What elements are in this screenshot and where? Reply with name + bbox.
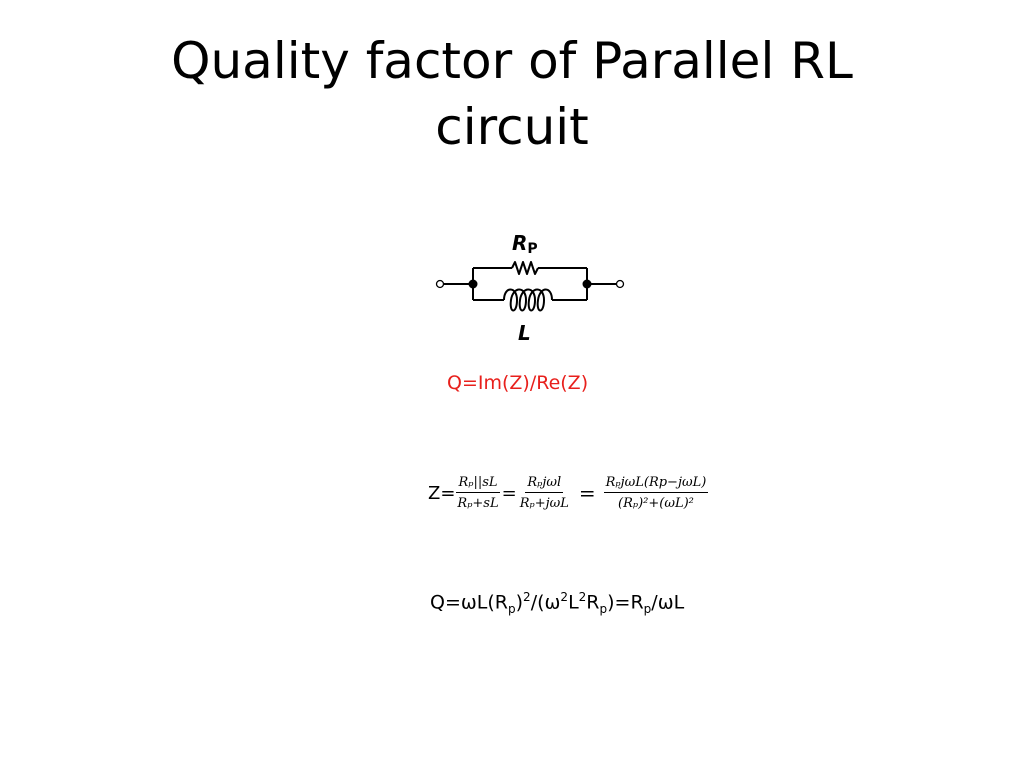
resistor-branch — [473, 261, 587, 275]
resistor-symbol — [511, 261, 539, 275]
impedance-fraction-3: RₚjωL(Rp−jωL) (Rₚ)²+(ωL)² — [603, 474, 709, 512]
equals-operator-1: = — [501, 482, 517, 504]
slide-title-line-1: Quality factor of Parallel RL — [171, 32, 853, 90]
inductor-label: L — [518, 321, 531, 345]
fraction-2-numerator: Rₚjωl — [525, 474, 564, 493]
output-terminal — [615, 279, 625, 289]
q-result-sub-3: p — [643, 602, 652, 617]
impedance-lhs: Z= — [428, 482, 456, 504]
fraction-2-denominator: Rₚ+jωL — [519, 496, 569, 511]
quality-factor-result: Q=ωL(Rp)2/(ω2L2Rp)=Rp/ωL — [430, 590, 684, 616]
q-result-sub-2: p — [599, 602, 608, 617]
q-result-part-1: Q=ωL(R — [430, 591, 508, 614]
quality-factor-definition: Q=Im(Z)/Re(Z) — [447, 372, 589, 394]
resistor-label-main: R — [512, 231, 527, 255]
inductor-branch — [473, 288, 587, 312]
q-result-part-2: ) — [515, 591, 524, 614]
input-terminal — [435, 279, 445, 289]
q-result-sup-2: 2 — [560, 590, 569, 604]
impedance-fraction-2: Rₚjωl Rₚ+jωL — [518, 474, 571, 512]
parallel-rl-circuit-diagram: RP L — [435, 231, 625, 345]
slide-title: Quality factor of Parallel RL circuit — [60, 28, 964, 160]
inductor-symbol — [503, 288, 553, 312]
q-result-part-4: L — [568, 591, 579, 614]
slide-title-line-2: circuit — [435, 98, 589, 156]
q-result-part-6: )=R — [607, 591, 644, 614]
q-result-part-5: R — [586, 591, 600, 614]
q-result-sub-1: p — [508, 602, 516, 617]
q-result-sup-1: 2 — [523, 590, 531, 604]
impedance-fraction-1: Rₚ||sL Rₚ+sL — [455, 474, 500, 512]
fraction-1-denominator: Rₚ+sL — [457, 496, 499, 511]
impedance-equation: Z= Rₚ||sL Rₚ+sL = Rₚjωl Rₚ+jωL = RₚjωL(R… — [428, 474, 709, 512]
q-result-part-3: /(ω — [530, 591, 561, 614]
fraction-3-numerator: RₚjωL(Rp−jωL) — [603, 474, 709, 493]
resistor-label-subscript: P — [527, 241, 537, 257]
fraction-3-denominator: (Rₚ)²+(ωL)² — [618, 496, 694, 511]
q-result-part-7: /ωL — [651, 591, 685, 614]
resistor-label: RP — [512, 231, 538, 257]
equals-operator-2: = — [578, 481, 596, 505]
q-result-sup-3: 2 — [578, 590, 587, 604]
fraction-1-numerator: Rₚ||sL — [456, 474, 500, 493]
